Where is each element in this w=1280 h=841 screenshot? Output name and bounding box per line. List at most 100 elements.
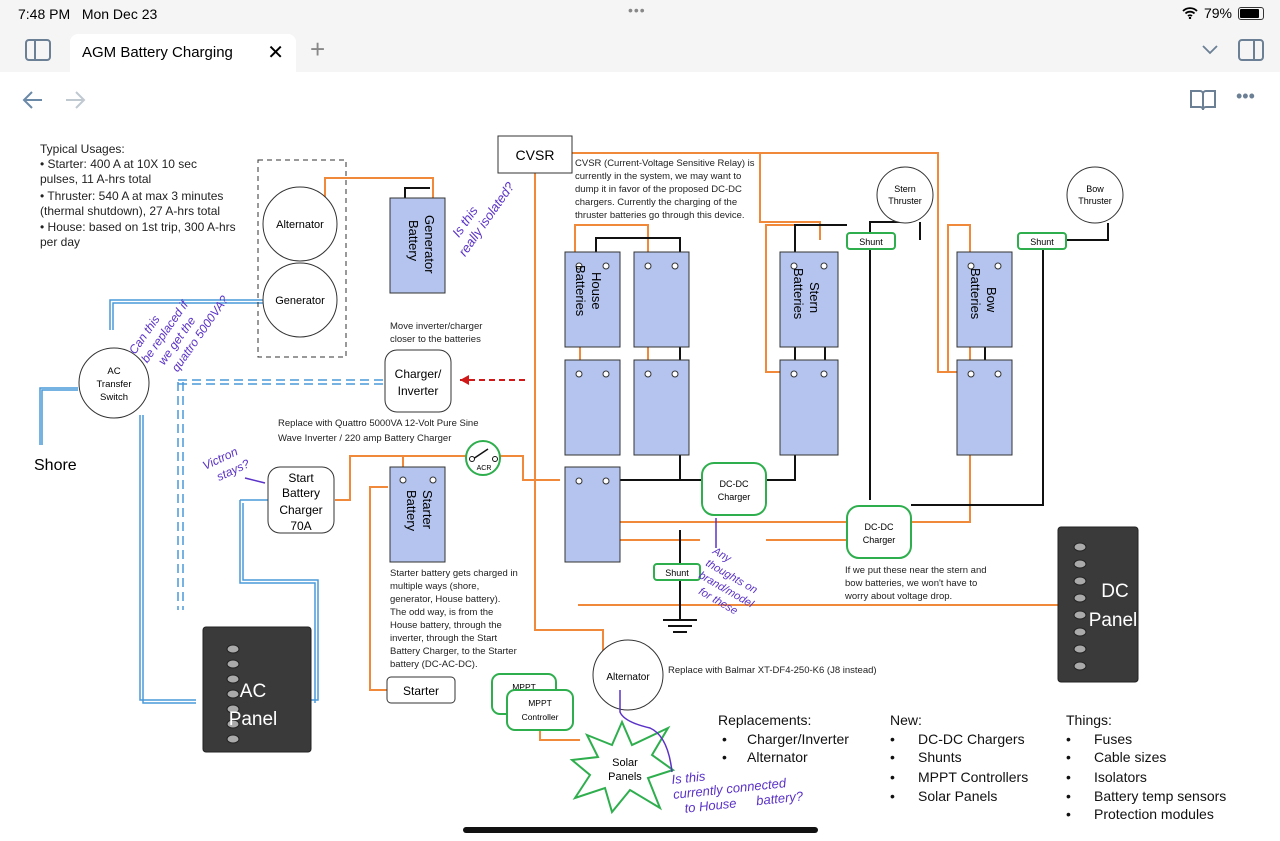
- svg-text:•: •: [1066, 806, 1071, 822]
- battery: [633, 359, 690, 456]
- svg-text:Typical Usages:: Typical Usages:: [40, 142, 125, 156]
- svg-text:bow batteries, we won't have t: bow batteries, we won't have to: [845, 578, 977, 589]
- home-indicator[interactable]: [463, 827, 818, 833]
- battery: [633, 251, 690, 348]
- generator-enclosure: [257, 159, 347, 358]
- svg-text:• Thruster: 540 A at max 3 mi: • Thruster: 540 A at max 3 minutes: [40, 189, 223, 203]
- solar-panels: Solar Panels: [569, 719, 676, 815]
- svg-text:currently in the system, we ma: currently in the system, we may want to: [575, 171, 741, 182]
- annotation-thoughts: Any thoughts on brand/model for these: [696, 545, 759, 618]
- forward-arrow-icon[interactable]: [64, 90, 86, 110]
- svg-text:Charger/Inverter: Charger/Inverter: [747, 731, 849, 747]
- svg-text:MPPT: MPPT: [512, 682, 536, 692]
- annotation-victron: Victron stays?: [200, 444, 252, 484]
- svg-text:pulses, 11 A-hrs total: pulses, 11 A-hrs total: [40, 172, 151, 186]
- svg-text:Alternator: Alternator: [747, 749, 808, 765]
- svg-text:AC: AC: [240, 681, 266, 702]
- svg-text:70A: 70A: [290, 519, 311, 533]
- svg-text:•: •: [890, 749, 895, 765]
- svg-text:AC: AC: [107, 366, 120, 377]
- svg-text:Panel: Panel: [1089, 610, 1138, 631]
- svg-text:Shunt: Shunt: [859, 237, 883, 247]
- tab-overview-icon[interactable]: [1238, 39, 1264, 61]
- battery-terminal: [602, 262, 610, 270]
- svg-text:thruster batteries go through: thruster batteries go through this devic…: [575, 210, 745, 221]
- svg-text:battery (DC-AC-DC).: battery (DC-AC-DC).: [390, 659, 478, 670]
- breaker-switch: [1073, 610, 1087, 620]
- alternator-bottom: Alternator: [592, 639, 664, 711]
- breaker-switch: [1073, 542, 1087, 552]
- svg-text:The odd way, is from the: The odd way, is from the: [390, 607, 493, 618]
- plus-icon[interactable]: +: [310, 34, 326, 64]
- svg-text:to House: to House: [684, 795, 737, 815]
- battery-icon: [1238, 6, 1264, 20]
- charger-inverter: Charger/Inverter: [384, 349, 452, 413]
- svg-text:Starter: Starter: [403, 684, 439, 698]
- back-arrow-icon[interactable]: [22, 90, 44, 110]
- battery-terminal: [994, 262, 1002, 270]
- breaker-switch: [1073, 593, 1087, 603]
- multitasking-dots[interactable]: •••: [628, 2, 646, 18]
- svg-text:Battery temp sensors: Battery temp sensors: [1094, 788, 1226, 804]
- svg-text:Charger/: Charger/: [395, 367, 442, 381]
- close-icon[interactable]: ✕: [267, 42, 284, 64]
- chevron-down-icon[interactable]: [1202, 45, 1218, 55]
- annotation-isolated: Is this really isolated?: [449, 179, 518, 259]
- svg-text:closer to the batteries: closer to the batteries: [390, 334, 481, 345]
- svg-text:If we put these near the stern: If we put these near the stern and: [845, 565, 987, 576]
- ac-transfer-switch: AC Transfer Switch: [78, 347, 150, 419]
- reader-book-icon[interactable]: [1189, 88, 1217, 112]
- svg-text:ACR: ACR: [477, 465, 492, 472]
- svg-text:CVSR: CVSR: [516, 147, 555, 163]
- cvsr: CVSR: [497, 135, 573, 174]
- nav-bar: •••: [0, 72, 1280, 128]
- svg-text:Bow: Bow: [984, 287, 999, 313]
- breaker-switch: [226, 644, 240, 654]
- svg-text:DC-DC Chargers: DC-DC Chargers: [918, 731, 1025, 747]
- svg-text:•: •: [1066, 749, 1071, 765]
- battery-terminal: [671, 262, 679, 270]
- breaker-switch: [226, 689, 240, 699]
- svg-text:Cable sizes: Cable sizes: [1094, 749, 1166, 765]
- svg-text:• House: based on 1st trip, 3: • House: based on 1st trip, 300 A-hrs: [40, 220, 236, 234]
- status-time: 7:48 PM Mon Dec 23: [18, 6, 158, 22]
- battery-terminal: [994, 370, 1002, 378]
- sidebar-icon[interactable]: [25, 39, 51, 61]
- shunt-house: Shunt: [653, 563, 701, 581]
- svg-text:House: House: [589, 272, 604, 310]
- svg-text:MPPT: MPPT: [528, 698, 552, 708]
- svg-text:• Starter: 400 A at 10X 10 se: • Starter: 400 A at 10X 10 sec: [40, 157, 197, 171]
- generator: Generator: [262, 262, 338, 338]
- move-note: Move inverter/charger closer to the batt…: [390, 321, 482, 345]
- svg-text:chargers. Currently the charg: chargers. Currently the charging of the: [575, 197, 737, 208]
- more-icon[interactable]: •••: [1236, 86, 1255, 106]
- svg-text:Protection modules: Protection modules: [1094, 806, 1214, 822]
- svg-text:Alternator: Alternator: [606, 672, 650, 683]
- svg-text:Controller: Controller: [522, 712, 559, 722]
- svg-text:Start: Start: [288, 471, 314, 485]
- battery-terminal: [575, 370, 583, 378]
- svg-text:•: •: [1066, 769, 1071, 785]
- svg-text:Thruster: Thruster: [888, 196, 922, 206]
- svg-text:Alternator: Alternator: [276, 219, 324, 231]
- breaker-switch: [226, 674, 240, 684]
- svg-text:DC: DC: [1101, 581, 1128, 602]
- svg-text:Panels: Panels: [608, 771, 642, 783]
- bow-batteries-label: Bow Batteries: [968, 268, 999, 320]
- annotation-alternator: Is this currently connected to House bat…: [671, 768, 805, 815]
- battery: [564, 359, 621, 456]
- battery-terminal: [820, 370, 828, 378]
- replacements-list: Replacements: •Charger/Inverter •Alterna…: [718, 712, 849, 765]
- svg-text:MPPT Controllers: MPPT Controllers: [918, 769, 1028, 785]
- battery-terminal: [967, 262, 975, 270]
- wiring: [39, 152, 1109, 761]
- tab-active[interactable]: AGM Battery Charging ✕: [70, 34, 296, 72]
- battery-bank: [564, 251, 1013, 563]
- svg-text:Charger: Charger: [718, 492, 751, 502]
- svg-text:•: •: [890, 769, 895, 785]
- svg-text:Batteries: Batteries: [573, 265, 588, 317]
- svg-text:generator, House battery).: generator, House battery).: [390, 594, 500, 605]
